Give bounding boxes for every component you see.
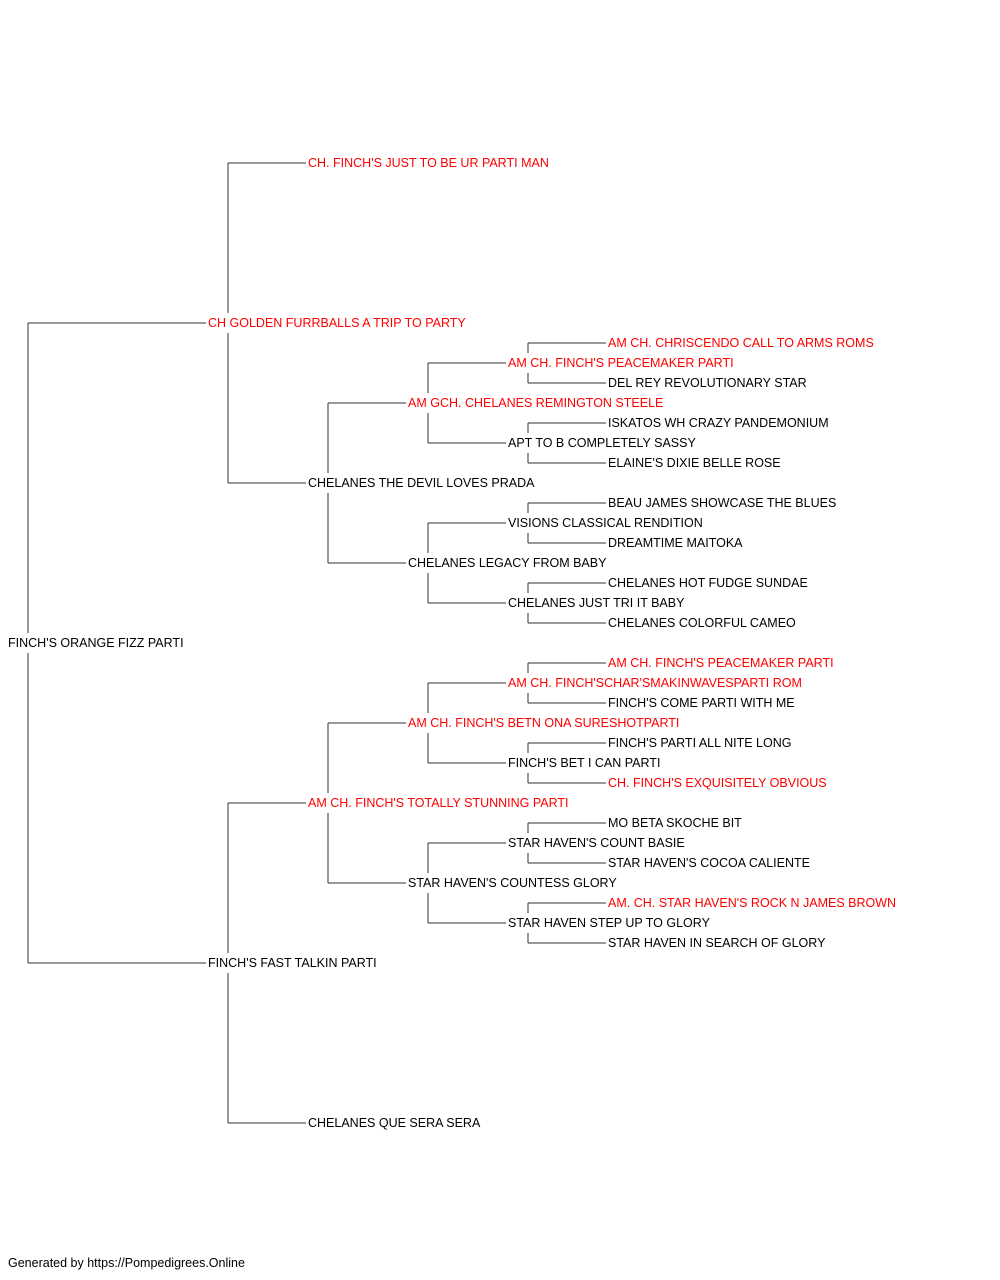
ancestor-name[interactable]: BEAU JAMES SHOWCASE THE BLUES — [608, 496, 836, 510]
ancestor-name[interactable]: MO BETA SKOCHE BIT — [608, 816, 742, 830]
ancestor-name[interactable]: STAR HAVEN'S COCOA CALIENTE — [608, 856, 810, 870]
ancestor-name[interactable]: STAR HAVEN IN SEARCH OF GLORY — [608, 936, 826, 950]
ancestor-name[interactable]: CHELANES HOT FUDGE SUNDAE — [608, 576, 808, 590]
ancestor-name[interactable]: DEL REY REVOLUTIONARY STAR — [608, 376, 807, 390]
ancestor-name[interactable]: FINCH'S FAST TALKIN PARTI — [208, 956, 377, 970]
ancestor-name[interactable]: ISKATOS WH CRAZY PANDEMONIUM — [608, 416, 829, 430]
ancestor-name[interactable]: APT TO B COMPLETELY SASSY — [508, 436, 696, 450]
ancestor-name[interactable]: STAR HAVEN'S COUNT BASIE — [508, 836, 685, 850]
ancestor-name[interactable]: FINCH'S ORANGE FIZZ PARTI — [8, 636, 184, 650]
ancestor-name[interactable]: AM CH. FINCH'SCHAR'SMAKINWAVESPARTI ROM — [508, 676, 802, 690]
ancestor-name[interactable]: ELAINE'S DIXIE BELLE ROSE — [608, 456, 781, 470]
ancestor-name[interactable]: FINCH'S COME PARTI WITH ME — [608, 696, 795, 710]
ancestor-name[interactable]: CHELANES COLORFUL CAMEO — [608, 616, 796, 630]
ancestor-name[interactable]: CHELANES JUST TRI IT BABY — [508, 596, 685, 610]
ancestor-name[interactable]: CH. FINCH'S JUST TO BE UR PARTI MAN — [308, 156, 549, 170]
ancestor-name[interactable]: AM GCH. CHELANES REMINGTON STEELE — [408, 396, 663, 410]
ancestor-name[interactable]: AM CH. FINCH'S PEACEMAKER PARTI — [608, 656, 834, 670]
ancestor-name[interactable]: CH. FINCH'S EXQUISITELY OBVIOUS — [608, 776, 827, 790]
ancestor-name[interactable]: VISIONS CLASSICAL RENDITION — [508, 516, 703, 530]
ancestor-name[interactable]: CHELANES QUE SERA SERA — [308, 1116, 481, 1130]
ancestor-name[interactable]: FINCH'S BET I CAN PARTI — [508, 756, 660, 770]
ancestor-name[interactable]: FINCH'S PARTI ALL NITE LONG — [608, 736, 791, 750]
ancestor-name[interactable]: AM CH. FINCH'S BETN ONA SURESHOTPARTI — [408, 716, 679, 730]
ancestor-name[interactable]: DREAMTIME MAITOKA — [608, 536, 743, 550]
ancestor-name[interactable]: CHELANES LEGACY FROM BABY — [408, 556, 607, 570]
ancestor-name[interactable]: AM CH. FINCH'S TOTALLY STUNNING PARTI — [308, 796, 569, 810]
ancestor-name[interactable]: STAR HAVEN STEP UP TO GLORY — [508, 916, 711, 930]
generated-by-footer: Generated by https://Pompedigrees.Online — [8, 1256, 245, 1270]
ancestor-name[interactable]: AM. CH. STAR HAVEN'S ROCK N JAMES BROWN — [608, 896, 896, 910]
ancestor-name[interactable]: CHELANES THE DEVIL LOVES PRADA — [308, 476, 535, 490]
ancestor-name[interactable]: STAR HAVEN'S COUNTESS GLORY — [408, 876, 617, 890]
ancestor-name[interactable]: AM CH. FINCH'S PEACEMAKER PARTI — [508, 356, 734, 370]
ancestor-name[interactable]: CH GOLDEN FURRBALLS A TRIP TO PARTY — [208, 316, 466, 330]
ancestor-name[interactable]: AM CH. CHRISCENDO CALL TO ARMS ROMS — [608, 336, 874, 350]
